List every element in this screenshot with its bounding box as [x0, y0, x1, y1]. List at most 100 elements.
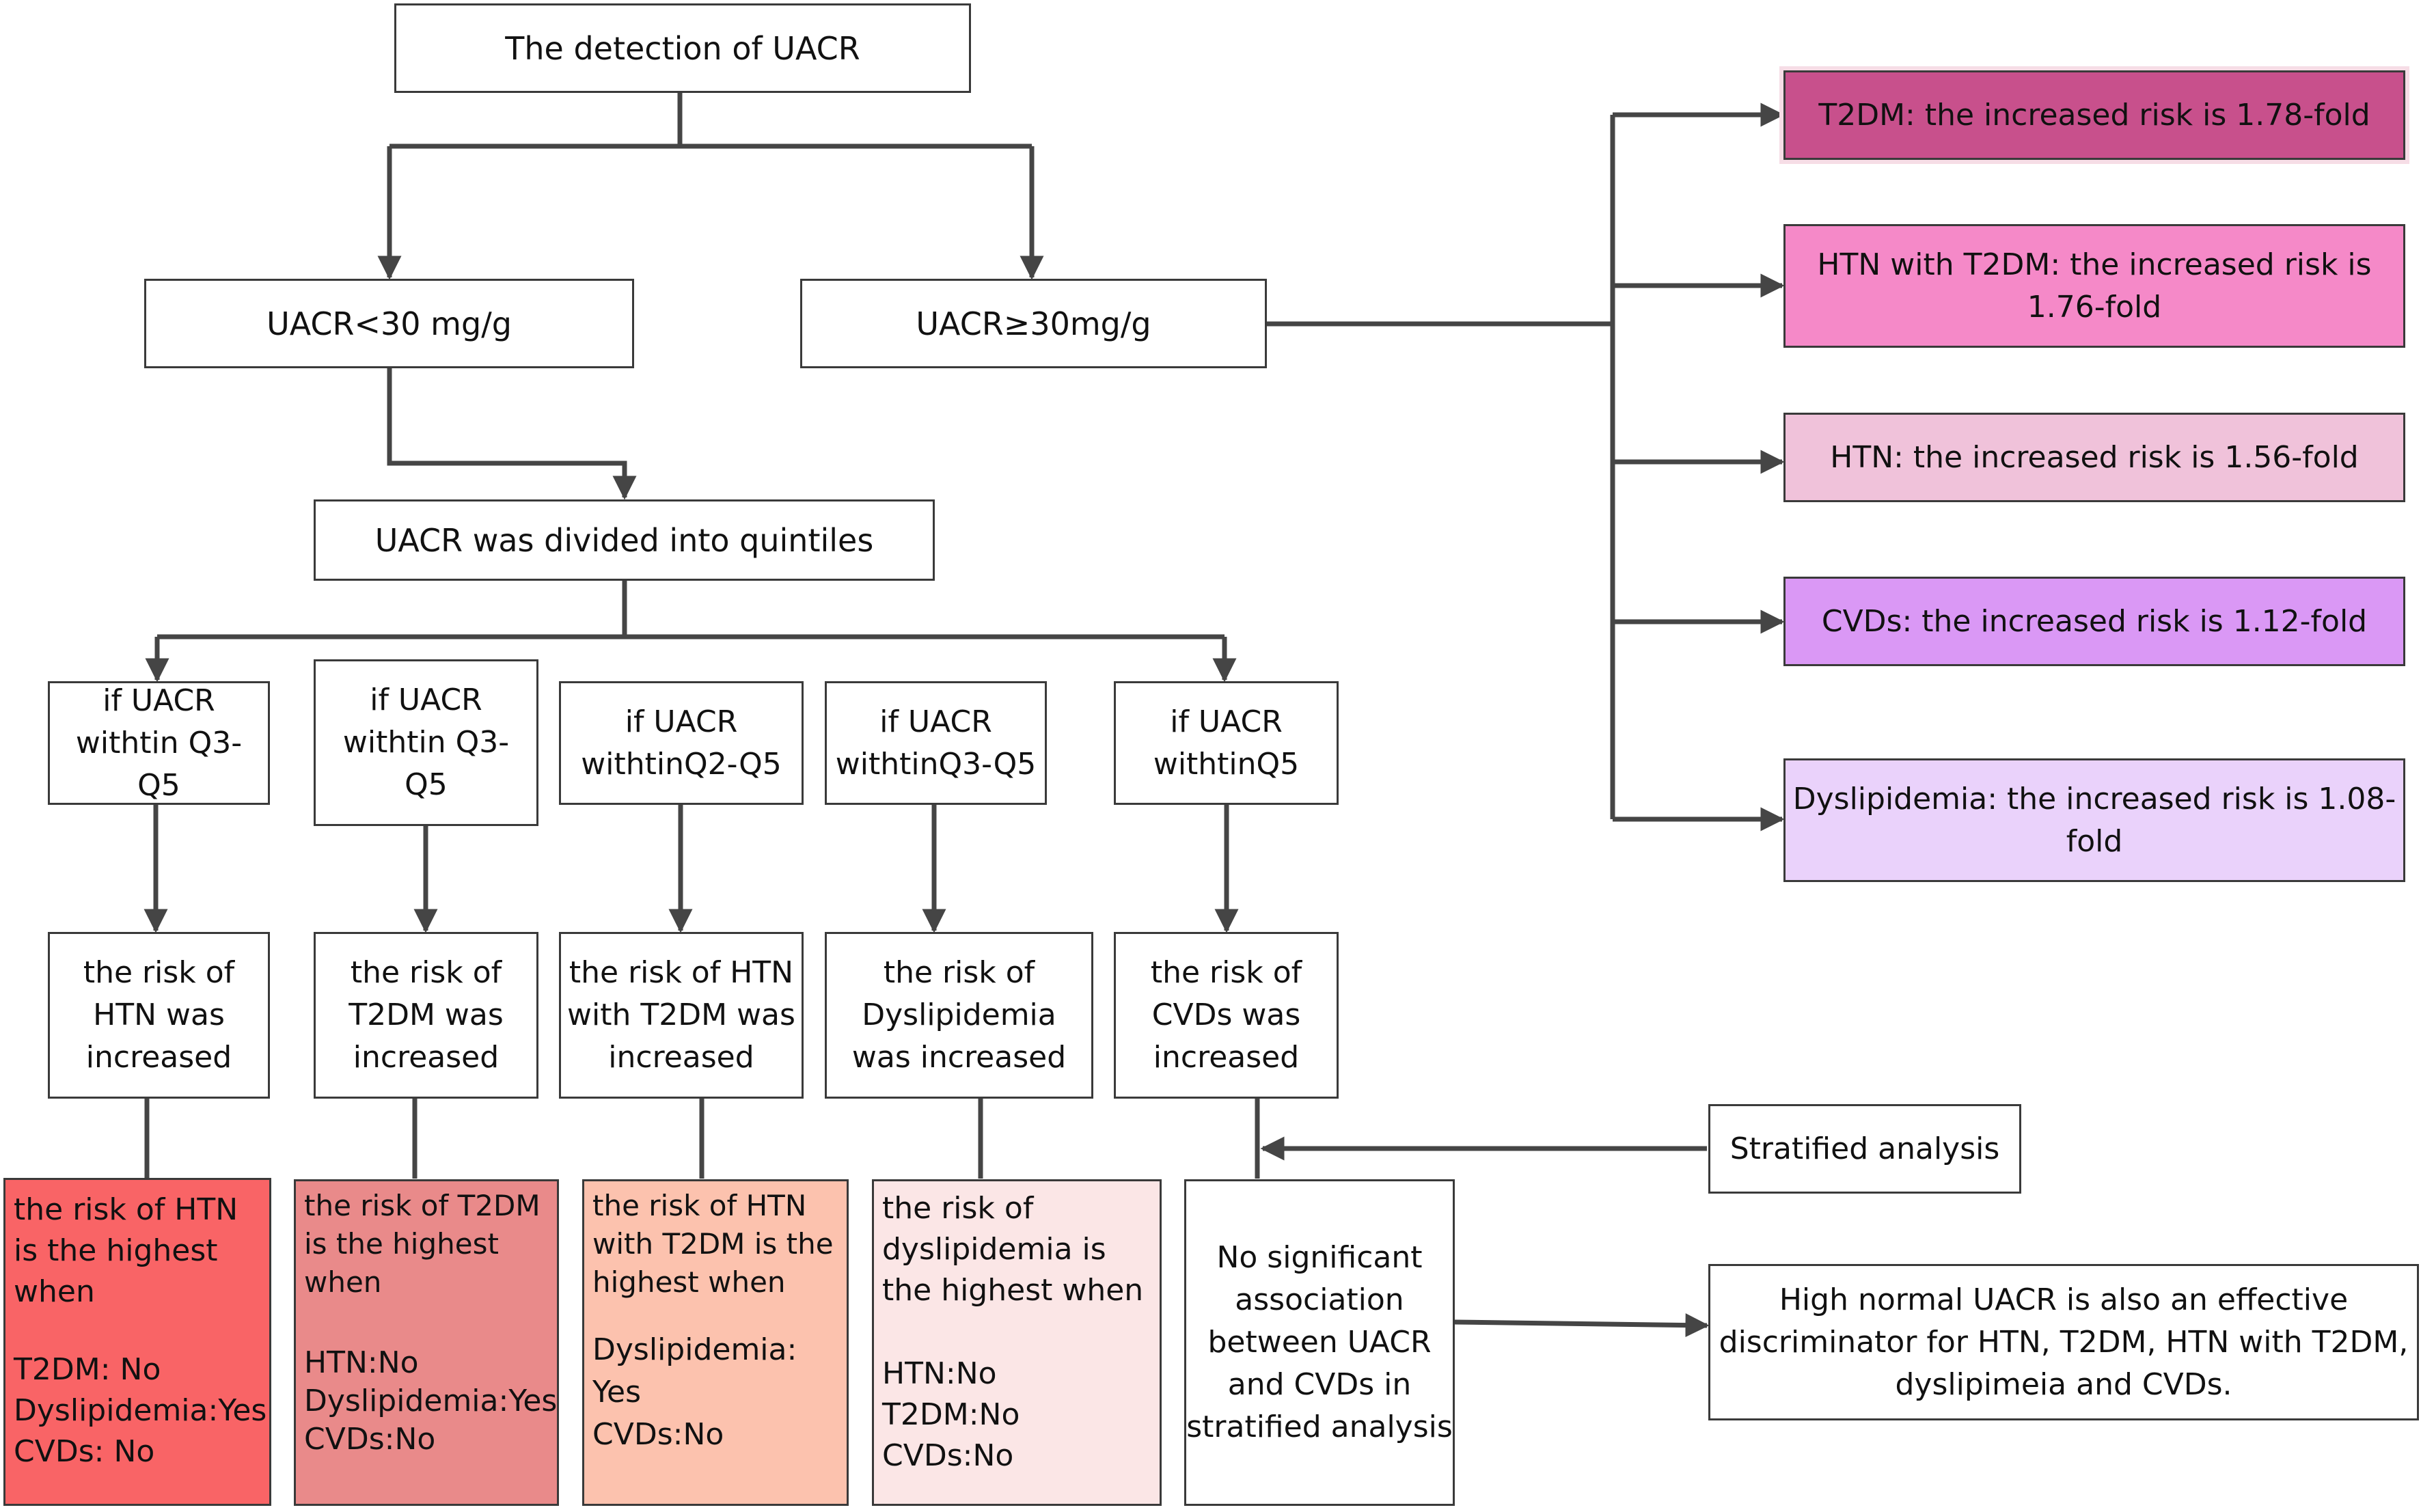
- result-t2dm-cond-1: HTN:No: [304, 1345, 419, 1380]
- result-htn-cond-3: CVDs: No: [14, 1434, 155, 1469]
- no-assoc-line-5: stratified analysis: [1186, 1410, 1453, 1444]
- outcome-htn-t2dm-line-1: HTN with T2DM: the increased risk is: [1817, 247, 2372, 282]
- risk-dyslipidemia-line-3: was increased: [851, 1040, 1067, 1075]
- detection-box: The detection of UACR: [394, 3, 971, 93]
- conclusion-line-3: dyslipimeia and CVDs.: [1895, 1366, 2232, 1402]
- result-htn-t2dm-cond-3: CVDs:No: [592, 1417, 724, 1452]
- condition-5-line-1: if UACR: [1170, 704, 1283, 739]
- risk-htn-t2dm-line-3: increased: [608, 1040, 754, 1075]
- risk-box-htn: the risk of HTN was increased: [48, 932, 270, 1099]
- uacr-high-box: UACR≥30mg/g: [800, 279, 1267, 368]
- stratified-analysis-label: Stratified analysis: [1729, 1131, 2000, 1166]
- condition-1-line-1: if UACR: [102, 683, 215, 718]
- risk-htn-t2dm-line-2: with T2DM was: [567, 998, 795, 1032]
- uacr-low-label: UACR<30 mg/g: [266, 305, 512, 342]
- outcome-box-cvds: CVDs: the increased risk is 1.12-fold: [1783, 577, 2405, 666]
- outcome-box-t2dm: T2DM: the increased risk is 1.78-fold: [1783, 70, 2405, 160]
- condition-3-line-1: if UACR: [625, 704, 738, 739]
- risk-t2dm-line-1: the risk of: [350, 955, 502, 990]
- detection-label: The detection of UACR: [505, 29, 860, 67]
- condition-1-line-2: withtin Q3-: [75, 725, 243, 760]
- result-t2dm-head-2: is the highest: [304, 1227, 499, 1261]
- outcome-dyslipidemia-line-2: fold: [2066, 823, 2123, 859]
- result-t2dm-head-3: when: [304, 1265, 382, 1299]
- result-box-dyslipidemia: the risk of dyslipidemia is the highest …: [872, 1179, 1162, 1506]
- outcome-dyslipidemia-line-1: Dyslipidemia: the increased risk is 1.08…: [1792, 781, 2396, 816]
- uacr-high-label: UACR≥30mg/g: [916, 305, 1151, 342]
- result-htn-cond-2: Dyslipidemia:Yes: [14, 1393, 267, 1428]
- result-box-htn: the risk of HTN is the highest when T2DM…: [3, 1178, 271, 1506]
- risk-t2dm-line-3: increased: [353, 1040, 500, 1075]
- risk-htn-line-2: HTN was: [93, 998, 225, 1032]
- risk-dyslipidemia-line-2: Dyslipidemia: [862, 998, 1056, 1032]
- outcome-cvds-label: CVDs: the increased risk is 1.12-fold: [1821, 603, 2368, 639]
- result-htn-t2dm-cond-2: Yes: [592, 1375, 642, 1410]
- risk-cvds-line-3: increased: [1153, 1040, 1300, 1075]
- risk-dyslipidemia-line-1: the risk of: [883, 955, 1035, 990]
- risk-htn-line-1: the risk of: [83, 955, 235, 990]
- result-htn-t2dm-head-3: highest when: [592, 1265, 786, 1299]
- outcome-t2dm-label: T2DM: the increased risk is 1.78-fold: [1818, 97, 2370, 133]
- condition-box-2: if UACR withtin Q3- Q5: [314, 659, 538, 826]
- no-assoc-line-1: No significant: [1216, 1240, 1423, 1275]
- condition-3-line-2: withtinQ2-Q5: [581, 746, 782, 782]
- result-t2dm-head-1: the risk of T2DM: [304, 1189, 541, 1222]
- result-htn-t2dm-head-1: the risk of HTN: [592, 1189, 807, 1222]
- risk-htn-line-3: increased: [85, 1040, 232, 1075]
- no-assoc-line-3: between UACR: [1207, 1325, 1432, 1360]
- no-assoc-line-4: and CVDs in: [1227, 1367, 1412, 1402]
- quintiles-box: UACR was divided into quintiles: [314, 499, 935, 581]
- risk-cvds-line-2: CVDs was: [1151, 998, 1301, 1032]
- result-dyslipidemia-cond-1: HTN:No: [882, 1356, 997, 1391]
- quintiles-label: UACR was divided into quintiles: [374, 521, 874, 559]
- condition-box-4: if UACR withtinQ3-Q5: [825, 681, 1047, 805]
- outcome-box-htn-t2dm: HTN with T2DM: the increased risk is 1.7…: [1783, 224, 2405, 348]
- outcome-box-dyslipidemia: Dyslipidemia: the increased risk is 1.08…: [1783, 758, 2405, 882]
- outcome-box-htn: HTN: the increased risk is 1.56-fold: [1783, 413, 2405, 502]
- result-t2dm-cond-2: Dyslipidemia:Yes: [304, 1384, 558, 1418]
- risk-box-htn-t2dm: the risk of HTN with T2DM was increased: [559, 932, 804, 1099]
- risk-htn-t2dm-line-1: the risk of HTN: [569, 955, 794, 990]
- result-htn-head-1: the risk of HTN: [14, 1192, 238, 1227]
- result-dyslipidemia-cond-3: CVDs:No: [882, 1438, 1014, 1473]
- condition-box-5: if UACR withtinQ5: [1114, 681, 1339, 805]
- condition-1-line-3: Q5: [137, 767, 180, 803]
- uacr-low-box: UACR<30 mg/g: [144, 279, 634, 368]
- result-box-htn-t2dm: the risk of HTN with T2DM is the highest…: [582, 1179, 849, 1506]
- result-dyslipidemia-head-2: dyslipidemia is: [882, 1232, 1106, 1267]
- result-htn-head-2: is the highest: [14, 1233, 218, 1268]
- risk-box-t2dm: the risk of T2DM was increased: [314, 932, 538, 1099]
- arrow-to-quintiles: [387, 367, 637, 500]
- arrow-to-conclusion: [1453, 1313, 1710, 1338]
- conclusion-box: High normal UACR is also an effective di…: [1708, 1264, 2419, 1420]
- result-t2dm-cond-3: CVDs:No: [304, 1422, 436, 1457]
- conclusion-line-2: discriminator for HTN, T2DM, HTN with T2…: [1719, 1324, 2409, 1360]
- no-assoc-line-2: association: [1235, 1282, 1404, 1317]
- result-htn-t2dm-cond-1: Dyslipidemia:: [592, 1332, 797, 1367]
- result-dyslipidemia-head-3: the highest when: [882, 1273, 1144, 1308]
- result-box-t2dm: the risk of T2DM is the highest when HTN…: [294, 1179, 559, 1506]
- condition-5-line-2: withtinQ5: [1153, 746, 1300, 782]
- condition-box-1: if UACR withtin Q3- Q5: [48, 681, 270, 805]
- result-dyslipidemia-cond-2: T2DM:No: [882, 1397, 1020, 1432]
- condition-box-3: if UACR withtinQ2-Q5: [559, 681, 804, 805]
- result-dyslipidemia-head-1: the risk of: [882, 1191, 1034, 1226]
- condition-4-line-2: withtinQ3-Q5: [835, 746, 1037, 782]
- result-htn-head-3: when: [14, 1274, 95, 1309]
- risk-box-dyslipidemia: the risk of Dyslipidemia was increased: [825, 932, 1093, 1099]
- risk-t2dm-line-2: T2DM was: [348, 998, 504, 1032]
- no-association-box: No significant association between UACR …: [1184, 1179, 1455, 1506]
- outcome-htn-label: HTN: the increased risk is 1.56-fold: [1830, 439, 2359, 475]
- condition-2-line-2: withtin Q3-: [342, 725, 510, 760]
- risk-box-cvds: the risk of CVDs was increased: [1114, 932, 1339, 1099]
- condition-2-line-3: Q5: [405, 767, 448, 802]
- outcome-htn-t2dm-line-2: 1.76-fold: [2027, 289, 2162, 325]
- risk-cvds-line-1: the risk of: [1150, 955, 1302, 990]
- condition-4-line-1: if UACR: [879, 704, 992, 739]
- conclusion-line-1: High normal UACR is also an effective: [1779, 1282, 2349, 1317]
- condition-2-line-1: if UACR: [370, 683, 482, 717]
- result-htn-t2dm-head-2: with T2DM is the: [592, 1227, 834, 1261]
- stratified-analysis-box: Stratified analysis: [1708, 1104, 2021, 1194]
- result-htn-cond-1: T2DM: No: [14, 1352, 161, 1387]
